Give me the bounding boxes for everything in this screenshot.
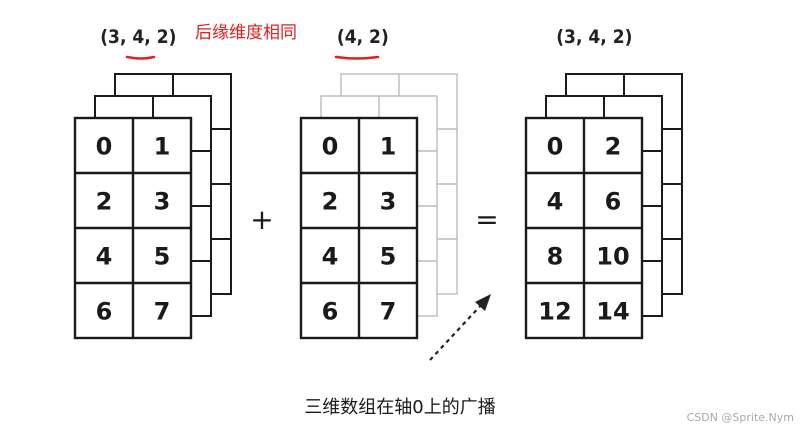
array-cell-value: 4 — [322, 243, 339, 271]
array-cell-value: 2 — [96, 188, 113, 216]
array-cell-value: 6 — [322, 298, 339, 326]
array-cell-value: 10 — [596, 243, 629, 271]
array-cell-value: 1 — [380, 133, 397, 161]
array-cell-value: 6 — [96, 298, 113, 326]
array-cell-value: 2 — [605, 133, 622, 161]
figure-caption: 三维数组在轴0上的广播 — [304, 397, 496, 418]
array-cell-value: 0 — [322, 133, 339, 161]
array-cell-value: 5 — [380, 243, 397, 271]
trailing-dims-annotation: 后缘维度相同 — [195, 23, 297, 43]
watermark: CSDN @Sprite.Nym — [686, 411, 794, 424]
array-cell-value: 2 — [322, 188, 339, 216]
array-front-layer — [73, 116, 193, 340]
broadcast-arrow — [429, 302, 484, 361]
array-cell-value: 7 — [380, 298, 397, 326]
broadcast-arrowhead — [475, 294, 491, 311]
plus-sign: + — [250, 203, 273, 236]
right-shape-label: (3, 4, 2) — [556, 26, 633, 48]
array-cell-value: 8 — [547, 243, 564, 271]
array-cell-value: 4 — [96, 243, 113, 271]
array-cell-value: 6 — [605, 188, 622, 216]
array-cell-value: 3 — [380, 188, 397, 216]
array-cell-value: 7 — [154, 298, 171, 326]
middle-array-stack: 0 1 2 3 4 5 6 7 — [299, 73, 458, 340]
left-trailing-dims-underline — [125, 55, 156, 60]
array-cell-value: 14 — [596, 298, 629, 326]
array-cell-value: 12 — [538, 298, 571, 326]
middle-trailing-dims-underline — [334, 55, 380, 60]
right-array-stack: 0 2 4 6 8 10 12 14 — [524, 73, 683, 340]
left-array-stack: 0 1 2 3 4 5 6 7 — [73, 73, 232, 340]
array-front-layer — [524, 116, 644, 340]
array-front-layer — [299, 116, 419, 340]
equals-sign: = — [475, 203, 498, 236]
array-cell-value: 3 — [154, 188, 171, 216]
array-cell-value: 0 — [96, 133, 113, 161]
array-cell-value: 1 — [154, 133, 171, 161]
array-cell-value: 4 — [547, 188, 564, 216]
array-cell-value: 0 — [547, 133, 564, 161]
middle-shape-label: (4, 2) — [336, 26, 389, 48]
array-cell-value: 5 — [154, 243, 171, 271]
left-shape-label: (3, 4, 2) — [100, 26, 177, 48]
